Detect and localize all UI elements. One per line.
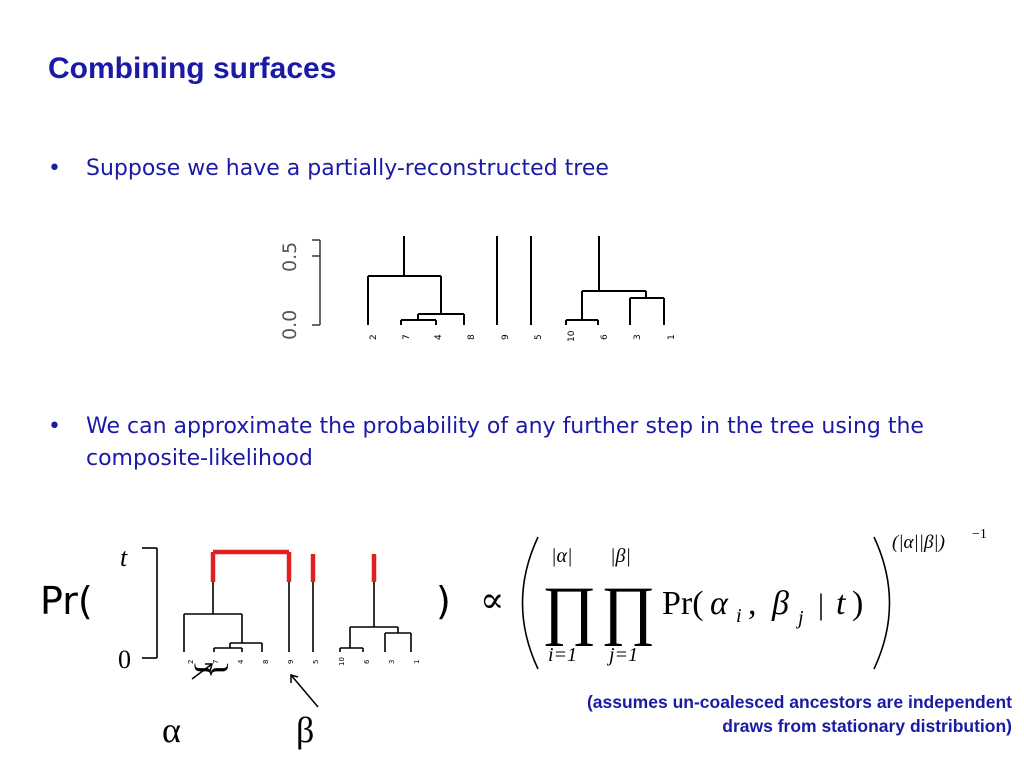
- alpha-arrow: [191, 663, 213, 680]
- leaf-label: 2: [187, 660, 195, 664]
- alpha-i: α: [710, 585, 729, 622]
- zero-label: 0: [118, 645, 131, 674]
- t-label: t: [120, 543, 128, 572]
- leaf-label: 1: [413, 660, 421, 664]
- tree-leaf-labels: 2 7 4 8 9 5 10 6 3 1: [369, 330, 677, 342]
- beta-symbol: β: [296, 710, 314, 750]
- beta-arrow: [290, 674, 319, 708]
- alpha-symbol: α: [162, 710, 181, 750]
- bullet-1-text: Suppose we have a partially-reconstructe…: [86, 156, 609, 181]
- tree-tick-0.5: 0.5: [279, 242, 301, 272]
- assumption-note: (assumes un-coalesced ancestors are inde…: [587, 690, 1012, 738]
- leaf-label: 4: [434, 334, 444, 340]
- small-tree-branches: [183, 582, 412, 652]
- leaf-label: 7: [212, 660, 220, 664]
- bullet-1: • Suppose we have a partially-reconstruc…: [48, 153, 808, 185]
- leaf-label: 6: [600, 334, 610, 340]
- big-right-paren: [873, 536, 891, 670]
- leaf-label: 9: [501, 334, 511, 340]
- tree-y-axis: [312, 239, 321, 326]
- proportional-symbol: ∝: [480, 580, 504, 620]
- bullet-2-text: We can approximate the probability of an…: [86, 414, 924, 471]
- index-j: j=1: [606, 644, 638, 666]
- highlighted-branches: [210, 549, 377, 582]
- note-line-1: (assumes un-coalesced ancestors are inde…: [586, 692, 1012, 712]
- index-i: i=1: [548, 644, 577, 666]
- leaf-label: 8: [262, 660, 270, 664]
- slide-title: Combining surfaces: [48, 52, 337, 85]
- pr-term: Pr(: [662, 585, 704, 622]
- sub-i: i: [736, 605, 742, 627]
- bullet-dot: •: [48, 156, 61, 181]
- leaf-label: 8: [467, 334, 477, 340]
- leaf-label: 9: [287, 660, 295, 664]
- comma: ,: [748, 585, 757, 622]
- t-variable: t: [836, 585, 847, 622]
- leaf-label: 7: [402, 334, 412, 340]
- note-line-2: draws from stationary distribution): [722, 716, 1012, 736]
- tree-tick-0.0: 0.0: [279, 310, 301, 340]
- small-tree-leaf-labels: 2 7 4 8 9 5 10 6 3 1: [187, 657, 421, 666]
- leaf-label: 3: [388, 660, 396, 664]
- leaf-label: 6: [363, 659, 371, 664]
- pr-open: Pr(: [40, 579, 93, 623]
- leaf-label: 4: [237, 659, 245, 664]
- leaf-label: 1: [667, 334, 677, 340]
- abs-alpha: |α|: [551, 545, 573, 567]
- alpha-brace: }: [191, 660, 236, 679]
- sub-j: j: [795, 607, 804, 629]
- leaf-label: 3: [633, 334, 643, 340]
- leaf-label: 10: [567, 330, 577, 342]
- leaf-label: 10: [338, 657, 346, 666]
- bullet-dot: •: [48, 414, 61, 439]
- leaf-label: 5: [312, 660, 320, 664]
- time-bracket: [142, 547, 158, 659]
- exponent: (|α||β|): [892, 532, 945, 553]
- given-bar: |: [818, 588, 824, 621]
- leaf-label: 2: [369, 334, 379, 340]
- tree-branches: [367, 236, 665, 325]
- close-paren: ): [852, 585, 863, 622]
- beta-j: β: [771, 585, 789, 622]
- exponent-power: −1: [972, 527, 987, 542]
- product-beta: ∏: [601, 574, 655, 647]
- leaf-label: 5: [534, 334, 544, 340]
- pr-close: ): [436, 579, 451, 623]
- big-left-paren: [521, 536, 539, 670]
- product-alpha: ∏: [542, 574, 596, 647]
- bullet-2: • We can approximate the probability of …: [48, 411, 988, 475]
- abs-beta: |β|: [610, 545, 631, 567]
